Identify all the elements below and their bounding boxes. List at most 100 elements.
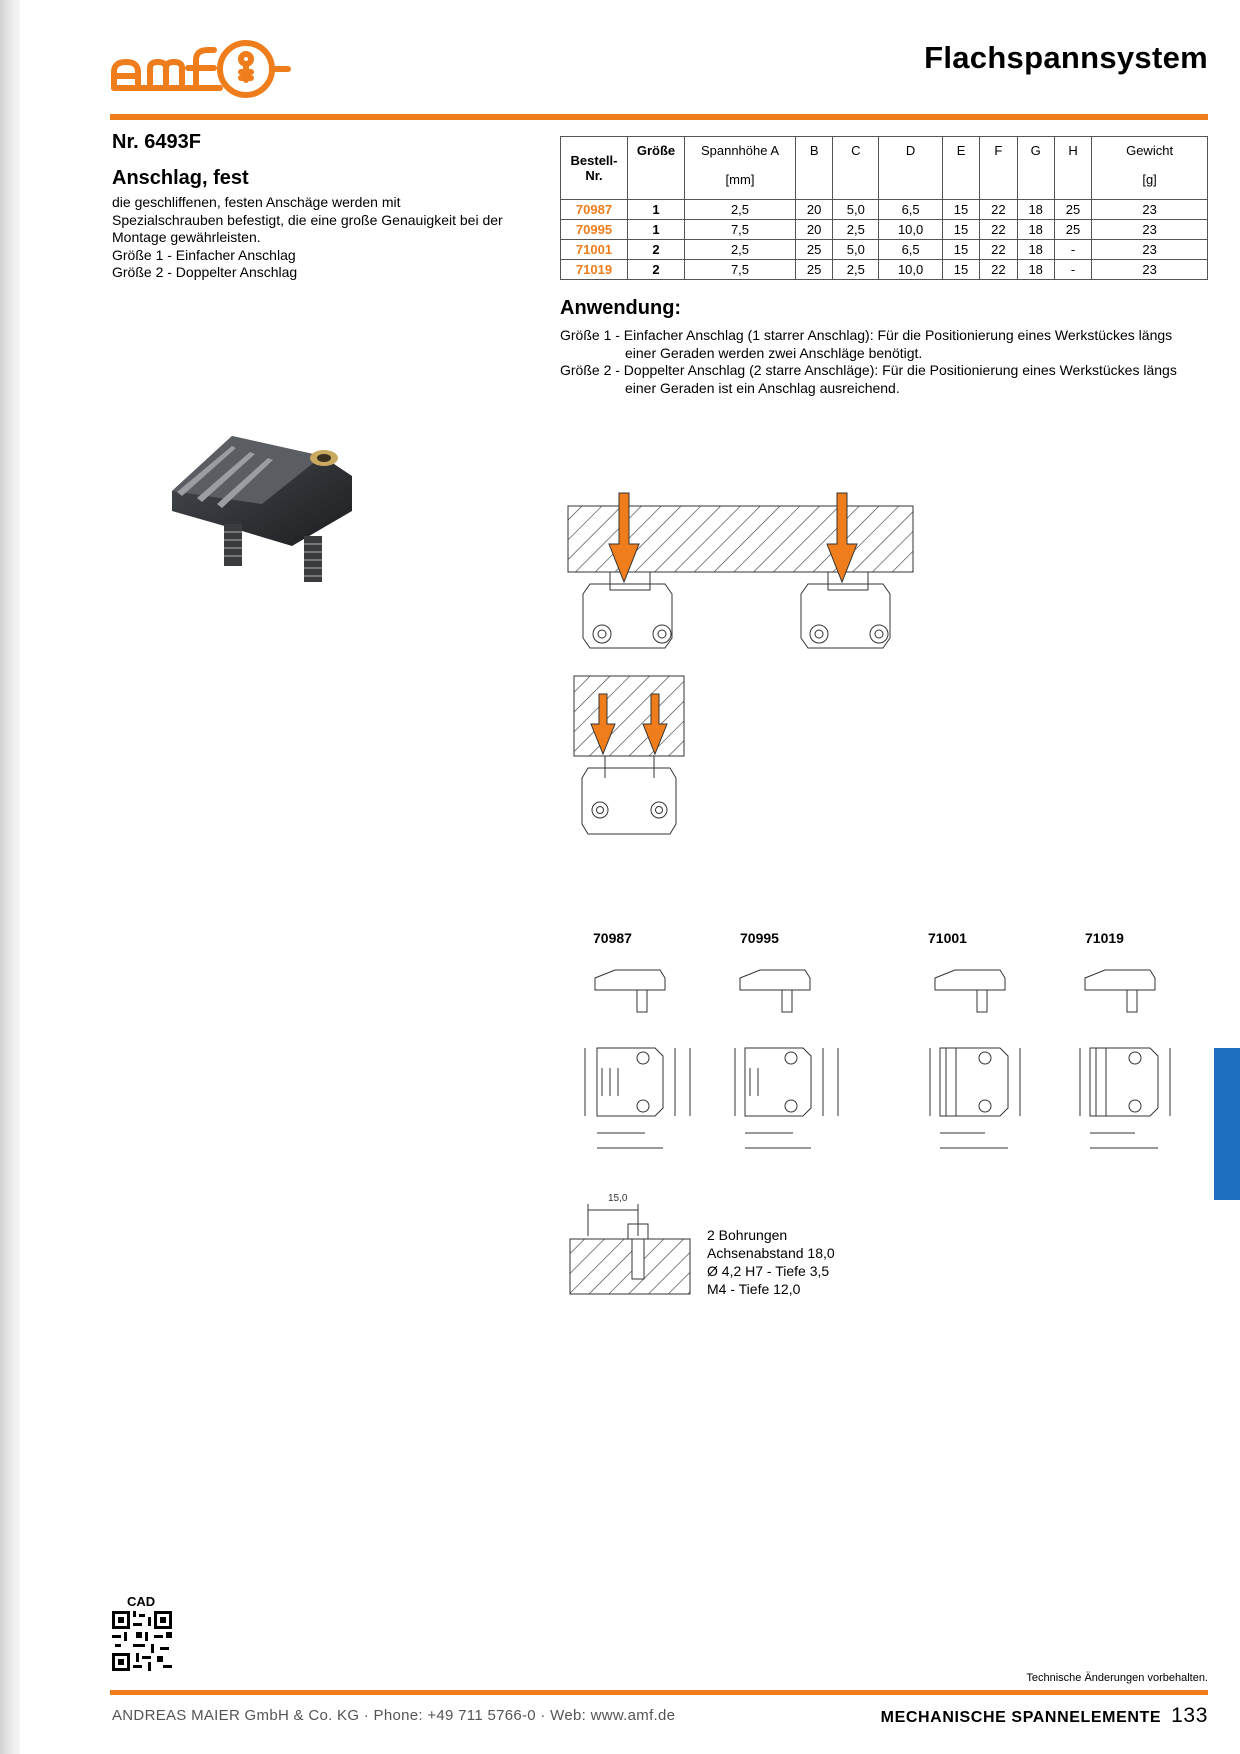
cell: 15 bbox=[941, 239, 981, 260]
header-d: D bbox=[878, 136, 943, 200]
section-title: MECHANISCHE SPANNELEMENTE bbox=[880, 1709, 1162, 1726]
qr-code-icon[interactable] bbox=[112, 1611, 172, 1671]
chapter-tab[interactable] bbox=[1214, 1048, 1240, 1200]
cell: 20 bbox=[794, 219, 834, 240]
footer-section: MECHANISCHE SPANNELEMENTE 133 bbox=[881, 1704, 1208, 1728]
cell: 23 bbox=[1091, 199, 1208, 220]
cell: 15 bbox=[941, 259, 981, 280]
spec-table: Bestell- Nr. Größe Spannhöhe A[mm] B C D… bbox=[560, 136, 1208, 280]
article-name: Anschlag, fest bbox=[112, 167, 249, 189]
cell: 1 bbox=[627, 199, 685, 220]
cell: - bbox=[1053, 239, 1093, 260]
application-line: einer Geraden werden zwei Anschläge benö… bbox=[625, 344, 923, 361]
cell: 10,0 bbox=[878, 219, 943, 240]
cell: 2,5 bbox=[832, 259, 880, 280]
cad-label: CAD bbox=[127, 1594, 156, 1609]
dimension-15: 15,0 bbox=[608, 1193, 628, 1204]
description-line: Größe 1 - Einfacher Anschlag bbox=[112, 246, 296, 263]
cell: 7,5 bbox=[684, 219, 796, 240]
footer-company: ANDREAS MAIER GmbH & Co. KG · Phone: +49… bbox=[112, 1707, 676, 1724]
application-key: Größe 1 - bbox=[560, 327, 624, 343]
table-row: 71001 2 2,5 25 5,0 6,5 15 22 18 - 23 bbox=[560, 239, 1208, 260]
application-key: Größe 2 - bbox=[560, 362, 624, 378]
amf-logo: amf bbox=[110, 38, 291, 98]
cell: 15 bbox=[941, 219, 981, 240]
application-heading: Anwendung: bbox=[560, 297, 682, 319]
dimension-drawings bbox=[584, 969, 1171, 1149]
cell: 1 bbox=[627, 219, 685, 240]
cell: 10,0 bbox=[878, 259, 943, 280]
cell: 18 bbox=[1016, 199, 1055, 220]
cell: 2 bbox=[627, 259, 685, 280]
top-divider bbox=[110, 114, 1208, 120]
header-f: F bbox=[979, 136, 1018, 200]
cell: 5,0 bbox=[832, 239, 880, 260]
bottom-divider bbox=[110, 1690, 1208, 1695]
cell: 25 bbox=[794, 239, 834, 260]
holes-line: 2 Bohrungen bbox=[707, 1227, 788, 1243]
cell: 23 bbox=[1091, 219, 1208, 240]
cell: 6,5 bbox=[878, 239, 943, 260]
variant-label: 70987 bbox=[593, 930, 632, 946]
variant-label: 71001 bbox=[928, 930, 967, 946]
cell: - bbox=[1053, 259, 1093, 280]
cell: 5,0 bbox=[832, 199, 880, 220]
header-clamp-height: Spannhöhe A[mm] bbox=[684, 136, 796, 200]
cell: 25 bbox=[1053, 219, 1093, 240]
cell: 2,5 bbox=[832, 219, 880, 240]
header-h: H bbox=[1053, 136, 1093, 200]
application-line: einer Geraden ist ein Anschlag ausreiche… bbox=[625, 379, 900, 396]
logo-text: amf bbox=[110, 38, 112, 39]
cell: 18 bbox=[1016, 219, 1055, 240]
order-number-link[interactable]: 70987 bbox=[560, 199, 628, 220]
cell: 18 bbox=[1016, 259, 1055, 280]
order-number-link[interactable]: 71001 bbox=[560, 239, 628, 260]
application-line: Doppelter Anschlag (2 starre Anschläge):… bbox=[623, 362, 1177, 378]
description-line: Spezialschrauben befestigt, die eine gro… bbox=[112, 211, 503, 228]
header-c: C bbox=[832, 136, 880, 200]
disclaimer-note: Technische Änderungen vorbehalten. bbox=[1026, 1672, 1208, 1684]
variant-label: 70995 bbox=[740, 930, 779, 946]
application-diagram bbox=[567, 492, 914, 835]
product-photo bbox=[172, 436, 352, 582]
page-number: 133 bbox=[1171, 1704, 1208, 1727]
article-description: die geschliffenen, festen Anschäge werde… bbox=[112, 194, 532, 282]
holes-line: M4 - Tiefe 12,0 bbox=[707, 1281, 801, 1297]
cell: 22 bbox=[979, 199, 1018, 220]
order-number-link[interactable]: 70995 bbox=[560, 219, 628, 240]
table-row: 70987 1 2,5 20 5,0 6,5 15 22 18 25 23 bbox=[560, 199, 1208, 220]
mounting-detail-drawing: 15,0 bbox=[569, 1193, 691, 1295]
cell: 15 bbox=[941, 199, 981, 220]
cell: 22 bbox=[979, 239, 1018, 260]
description-line: die geschliffenen, festen Anschäge werde… bbox=[112, 194, 401, 210]
application-text: Größe 1 - Einfacher Anschlag (1 starrer … bbox=[560, 327, 1210, 397]
article-number: Nr. 6493F bbox=[112, 131, 201, 153]
cell: 7,5 bbox=[684, 259, 796, 280]
order-number-link[interactable]: 71019 bbox=[560, 259, 628, 280]
page-title: Flachspannsystem bbox=[924, 40, 1208, 75]
cell: 25 bbox=[1053, 199, 1093, 220]
cell: 6,5 bbox=[878, 199, 943, 220]
cell: 22 bbox=[979, 219, 1018, 240]
cell: 2,5 bbox=[684, 199, 796, 220]
application-item: Größe 1 - Einfacher Anschlag (1 starrer … bbox=[560, 327, 1210, 362]
cell: 23 bbox=[1091, 239, 1208, 260]
left-edge-strip bbox=[0, 0, 20, 1754]
cell: 18 bbox=[1016, 239, 1055, 260]
cell: 2,5 bbox=[684, 239, 796, 260]
variant-label: 71019 bbox=[1085, 930, 1124, 946]
description-line: Größe 2 - Doppelter Anschlag bbox=[112, 264, 298, 280]
header-order-no: Bestell- Nr. bbox=[560, 136, 628, 200]
cell: 23 bbox=[1091, 259, 1208, 280]
table-row: 71019 2 7,5 25 2,5 10,0 15 22 18 - 23 bbox=[560, 259, 1208, 280]
header-b: B bbox=[794, 136, 834, 200]
header-g: G bbox=[1016, 136, 1055, 200]
application-line: Einfacher Anschlag (1 starrer Anschlag):… bbox=[623, 327, 1173, 343]
table-row: 70995 1 7,5 20 2,5 10,0 15 22 18 25 23 bbox=[560, 219, 1208, 240]
cell: 20 bbox=[794, 199, 834, 220]
holes-line: Ø 4,2 H7 - Tiefe 3,5 bbox=[707, 1263, 830, 1279]
holes-note: 2 Bohrungen Achsenabstand 18,0 Ø 4,2 H7 … bbox=[707, 1226, 835, 1298]
header-e: E bbox=[941, 136, 981, 200]
cell: 2 bbox=[627, 239, 685, 260]
header-weight: Gewicht[g] bbox=[1091, 136, 1208, 200]
